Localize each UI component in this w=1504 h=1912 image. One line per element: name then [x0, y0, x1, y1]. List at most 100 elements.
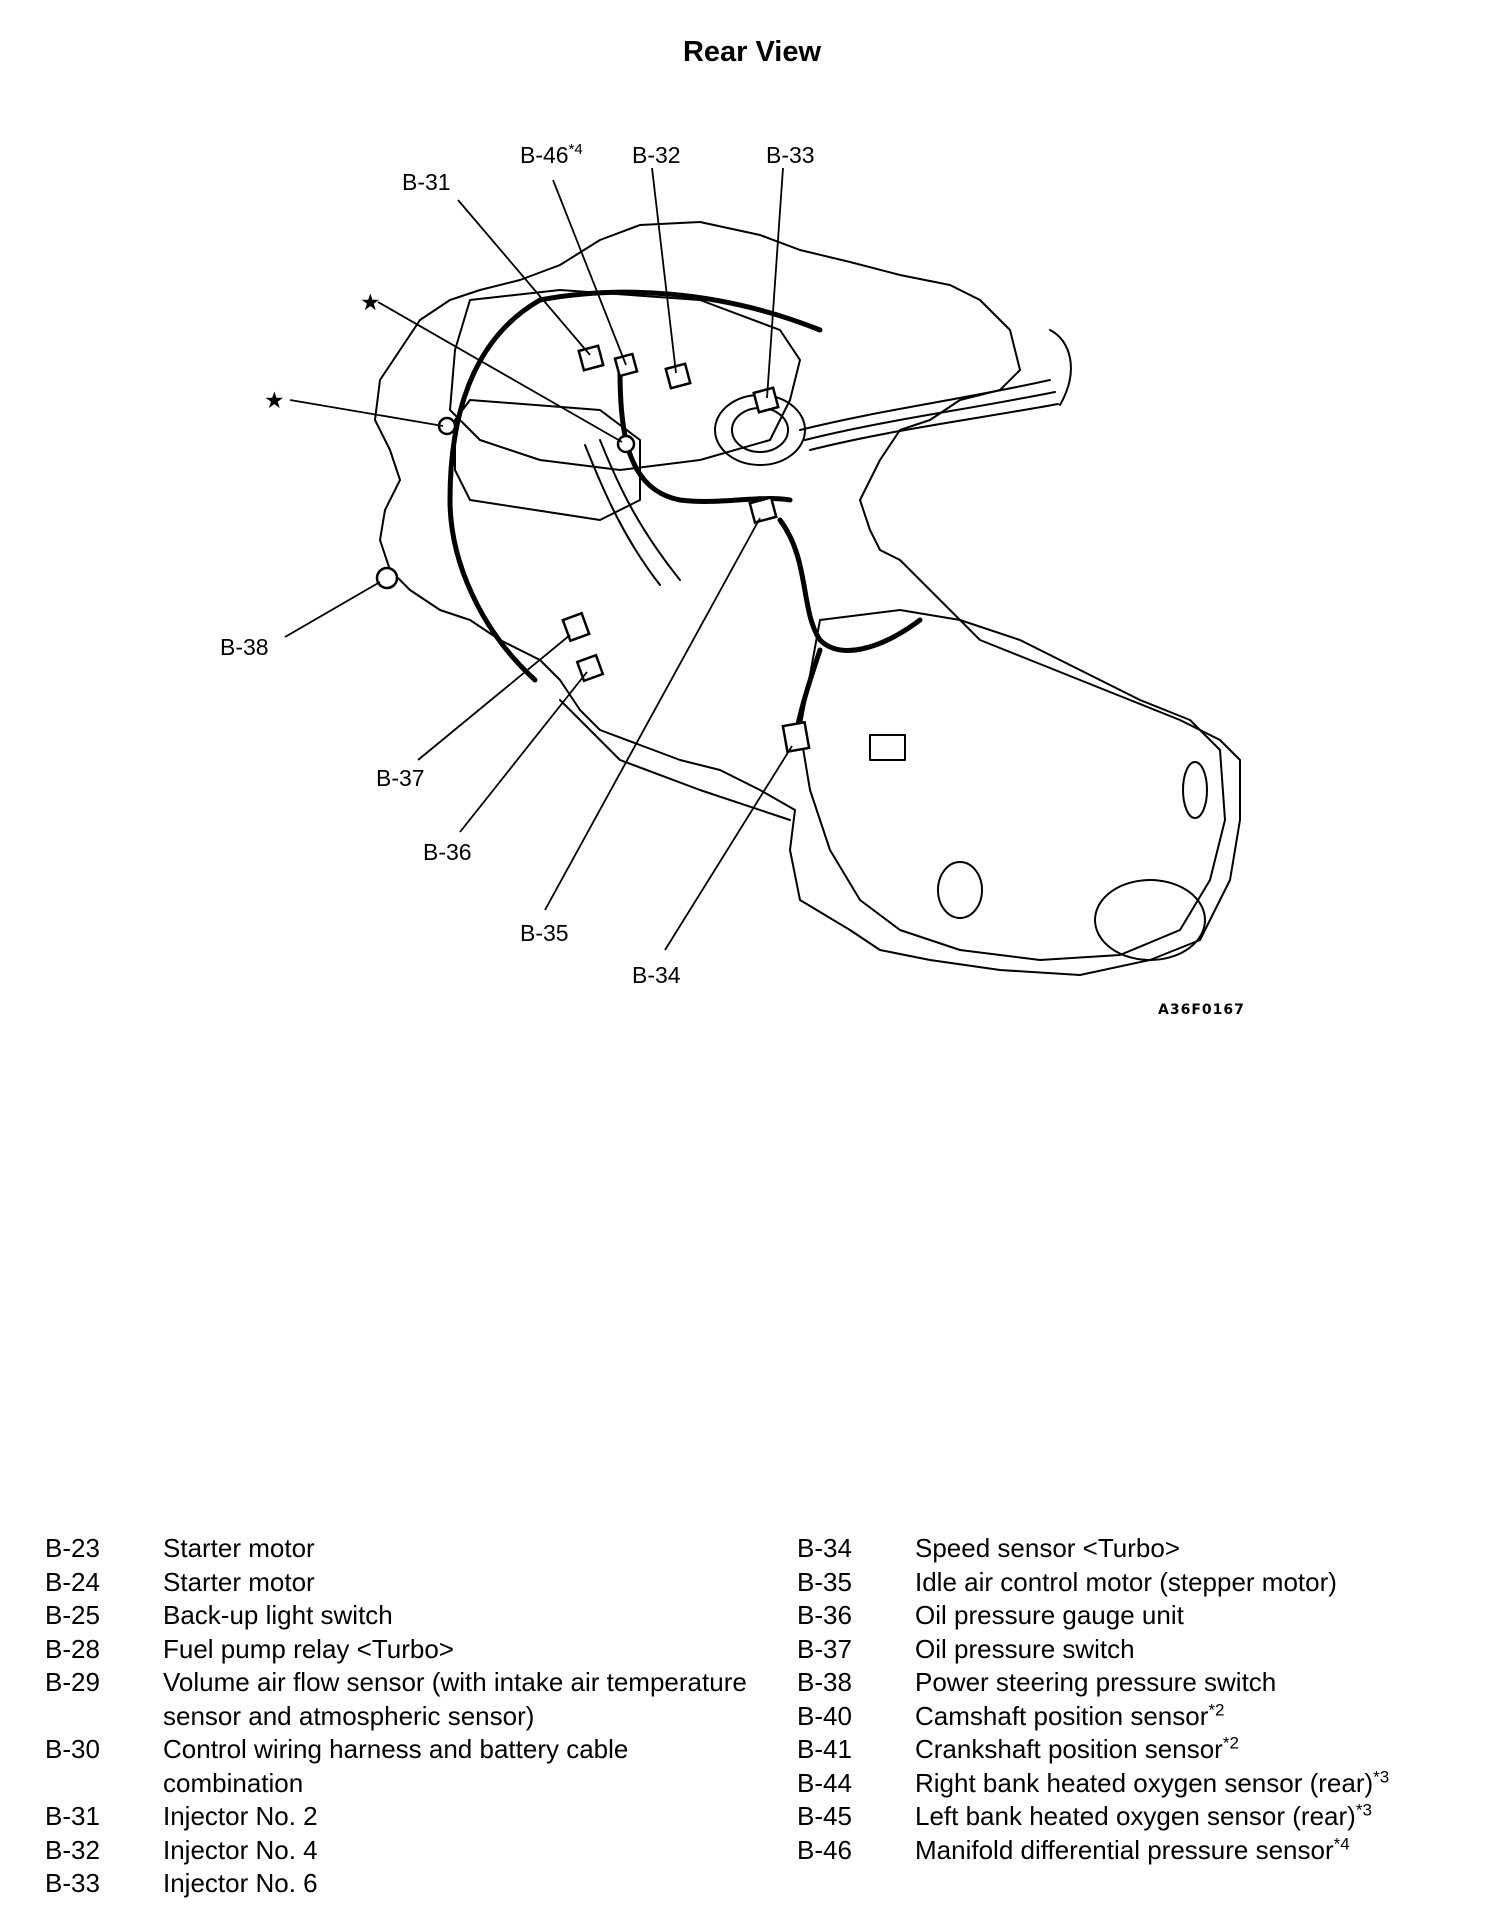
engine-rear-view-diagram: B-46*4 B-32 B-33 B-31 ★ ★ B-38 B-37 B-36… — [220, 141, 1245, 1018]
legend-footnote-mark: *2 — [1208, 1699, 1225, 1719]
legend-item: B-25 Back-up light switch — [45, 1599, 765, 1633]
legend-code: B-28 — [45, 1633, 100, 1664]
legend-description: Injector No. 2 — [163, 1800, 765, 1834]
legend-description-text: Starter motor — [163, 1566, 315, 1597]
legend-code: B-33 — [45, 1868, 100, 1898]
legend-description: Camshaft position sensor*2 — [915, 1700, 1477, 1734]
callout-b35: B-35 — [520, 920, 569, 946]
legend-footnote-mark: *2 — [1222, 1733, 1239, 1753]
legend-code: B-35 — [797, 1566, 852, 1597]
legend-code: B-46 — [797, 1834, 852, 1865]
legend-description: Injector No. 6 — [163, 1867, 765, 1901]
callout-b32: B-32 — [632, 142, 681, 168]
legend-description-text: Manifold differential pressure sensor — [915, 1834, 1334, 1865]
legend-description-text: Oil pressure switch — [915, 1633, 1135, 1664]
legend-description: Injector No. 4 — [163, 1834, 765, 1868]
legend-code: B-41 — [797, 1734, 852, 1764]
legend-description: Oil pressure gauge unit — [915, 1599, 1477, 1633]
legend-item: B-37 Oil pressure switch — [797, 1633, 1477, 1667]
legend-description: Speed sensor <Turbo> — [915, 1532, 1477, 1566]
legend-description-text: Idle air control motor (stepper motor) — [915, 1566, 1337, 1597]
legend-code: B-29 — [45, 1667, 100, 1697]
legend-item: B-38 Power steering pressure switch — [797, 1666, 1477, 1700]
ground-point-upper — [616, 434, 636, 454]
intake-plenum-outline — [449, 289, 801, 471]
figure-code: A36F0167 — [1158, 1002, 1245, 1018]
connector-b37 — [561, 611, 591, 643]
legend-code: B-25 — [45, 1600, 100, 1630]
legend-code: B-32 — [45, 1834, 100, 1865]
callout-b46: B-46*4 — [520, 141, 583, 168]
legend-description-text: Volume air flow sensor (with intake air … — [163, 1667, 747, 1731]
legend-description: Control wiring harness and battery cable… — [163, 1733, 765, 1800]
wiring-harness-center — [617, 367, 793, 504]
legend-code: B-31 — [45, 1801, 100, 1831]
connector-b36 — [575, 653, 605, 683]
legend-code: B-36 — [797, 1600, 852, 1630]
legend-description-text: Speed sensor <Turbo> — [915, 1533, 1180, 1563]
legend-item: B-30 Control wiring harness and battery c… — [45, 1733, 765, 1800]
legend-description: Volume air flow sensor (with intake air … — [163, 1666, 765, 1733]
connector-b34 — [781, 720, 811, 754]
legend-code: B-23 — [45, 1533, 100, 1563]
legend-description: Crankshaft position sensor*2 — [915, 1733, 1477, 1767]
callout-b31: B-31 — [402, 169, 451, 195]
connector-b35 — [748, 495, 778, 525]
legend-description-text: Injector No. 4 — [163, 1834, 318, 1865]
legend-code: B-45 — [797, 1801, 852, 1831]
legend-description-text: Back-up light switch — [163, 1600, 393, 1630]
callout-star-upper: ★ — [360, 289, 381, 315]
legend-description: Fuel pump relay <Turbo> — [163, 1633, 765, 1667]
legend-code: B-44 — [797, 1767, 852, 1798]
legend-description-text: Right bank heated oxygen sensor (rear) — [915, 1767, 1374, 1798]
callout-b37: B-37 — [376, 765, 425, 791]
engine-outline — [374, 221, 1241, 976]
callout-star-lower: ★ — [264, 387, 285, 413]
transmission-outline — [799, 609, 1226, 961]
wiring-harness-lower — [777, 517, 923, 653]
legend-item: B-23 Starter motor — [45, 1532, 765, 1566]
legend-description-text: Crankshaft position sensor — [915, 1734, 1223, 1764]
legend-description: Back-up light switch — [163, 1599, 765, 1633]
legend-item: B-29 Volume air flow sensor (with intake … — [45, 1666, 765, 1733]
legend-description: Starter motor — [163, 1532, 765, 1566]
page-title: Rear View — [682, 36, 822, 68]
legend-footnote-mark: *4 — [1333, 1833, 1350, 1853]
callout-b33: B-33 — [766, 142, 815, 168]
legend-item: B-34 Speed sensor <Turbo> — [797, 1532, 1477, 1566]
legend-description-text: Starter motor — [163, 1533, 315, 1563]
legend-code: B-37 — [797, 1633, 852, 1664]
callout-b34: B-34 — [632, 962, 681, 988]
legend-item: B-32 Injector No. 4 — [45, 1834, 765, 1868]
legend-description-text: Oil pressure gauge unit — [915, 1600, 1184, 1630]
legend-description: Idle air control motor (stepper motor) — [915, 1566, 1477, 1600]
legend-description-text: Fuel pump relay <Turbo> — [163, 1633, 454, 1664]
legend-code: B-38 — [797, 1667, 852, 1697]
legend-description: Left bank heated oxygen sensor (rear)*3 — [915, 1800, 1477, 1834]
legend-item: B-46 Manifold differential pressure senso… — [797, 1834, 1477, 1868]
callout-b36: B-36 — [423, 839, 472, 865]
wiring-harness-left — [447, 297, 543, 683]
legend-item: B-33 Injector No. 6 — [45, 1867, 765, 1901]
legend-description-text: Injector No. 2 — [163, 1801, 318, 1831]
legend-footnote-mark: *3 — [1373, 1766, 1390, 1786]
legend-item: B-40 Camshaft position sensor*2 — [797, 1700, 1477, 1734]
legend-description-text: Camshaft position sensor — [915, 1700, 1209, 1731]
connector-b32 — [664, 362, 692, 390]
legend-description: Starter motor — [163, 1566, 765, 1600]
legend-code: B-34 — [797, 1533, 852, 1563]
legend-item: B-45 Left bank heated oxygen sensor (rear… — [797, 1800, 1477, 1834]
legend-code: B-40 — [797, 1700, 852, 1731]
legend-code: B-24 — [45, 1566, 100, 1597]
legend-item: B-35 Idle air control motor (stepper moto… — [797, 1566, 1477, 1600]
legend-right-column: B-34 Speed sensor <Turbo> B-35 Idle air con… — [797, 1532, 1477, 1867]
legend-code: B-30 — [45, 1734, 100, 1764]
legend-description: Right bank heated oxygen sensor (rear)*3 — [915, 1767, 1477, 1801]
legend-description: Power steering pressure switch — [915, 1666, 1477, 1700]
legend-description-text: Left bank heated oxygen sensor (rear) — [915, 1801, 1356, 1831]
legend-item: B-24 Starter motor — [45, 1566, 765, 1600]
callout-b38: B-38 — [220, 634, 269, 660]
legend-item: B-36 Oil pressure gauge unit — [797, 1599, 1477, 1633]
legend-item: B-44 Right bank heated oxygen sensor (rea… — [797, 1767, 1477, 1801]
legend-item: B-41 Crankshaft position sensor*2 — [797, 1733, 1477, 1767]
